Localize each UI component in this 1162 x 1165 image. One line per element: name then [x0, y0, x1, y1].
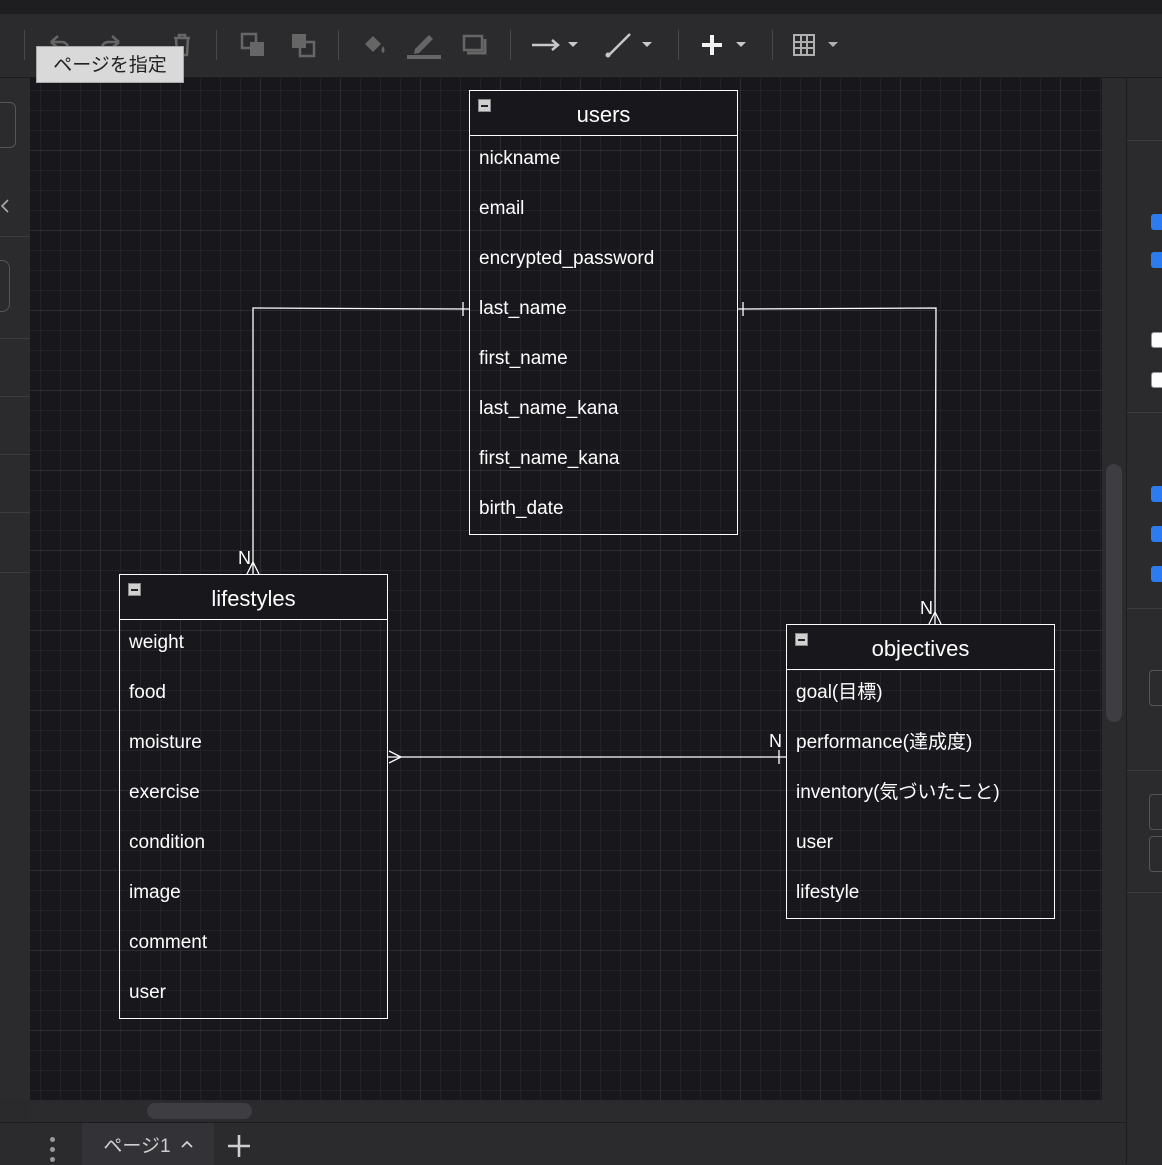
- entity-field[interactable]: moisture: [129, 732, 202, 753]
- entity-title: objectives: [871, 636, 970, 661]
- cardinality-label: N: [769, 731, 782, 751]
- toolbar: [0, 14, 1162, 78]
- entity-field[interactable]: food: [129, 682, 166, 703]
- entity-field[interactable]: user: [796, 832, 833, 853]
- entity-header[interactable]: objectives: [787, 625, 1054, 670]
- entity-objectives[interactable]: objectives goal(目標) performance(達成度) inv…: [786, 624, 1055, 919]
- entity-field[interactable]: inventory(気づいたこと): [796, 782, 1000, 803]
- format-checkbox[interactable]: [1151, 486, 1162, 502]
- collapse-chevron-icon[interactable]: [0, 196, 10, 216]
- format-checkbox[interactable]: [1151, 526, 1162, 542]
- chevron-up-icon[interactable]: [180, 1139, 193, 1149]
- entity-field[interactable]: lifestyle: [796, 882, 860, 903]
- entity-title: users: [576, 102, 631, 127]
- format-input[interactable]: [1149, 670, 1162, 706]
- page-tooltip: ページを指定: [36, 46, 184, 83]
- insert-plus-icon[interactable]: [698, 32, 754, 58]
- cardinality-label: N: [238, 548, 251, 568]
- line-color-icon[interactable]: [406, 32, 442, 59]
- vertical-scroll-thumb[interactable]: [1106, 464, 1122, 722]
- format-button[interactable]: [1149, 794, 1162, 830]
- entity-field[interactable]: image: [129, 882, 181, 903]
- collapse-icon[interactable]: [128, 583, 141, 596]
- format-checkbox[interactable]: [1151, 252, 1162, 268]
- entity-field[interactable]: goal(目標): [796, 682, 883, 703]
- waypoints-icon[interactable]: [604, 32, 658, 58]
- entity-field[interactable]: nickname: [479, 148, 561, 169]
- entity-field[interactable]: last_name: [479, 298, 567, 319]
- entity-field[interactable]: comment: [129, 932, 208, 953]
- entity-title: lifestyles: [211, 586, 296, 611]
- entity-lifestyles[interactable]: lifestyles weight food moisture exercise…: [119, 574, 388, 1019]
- entity-field[interactable]: exercise: [129, 782, 200, 803]
- entity-field[interactable]: performance(達成度): [796, 732, 973, 753]
- entity-header[interactable]: lifestyles: [120, 575, 387, 620]
- horizontal-scroll-thumb[interactable]: [147, 1103, 252, 1119]
- horizontal-scrollbar[interactable]: [30, 1100, 1126, 1122]
- cardinality-label: N: [920, 598, 933, 618]
- entity-field[interactable]: condition: [129, 832, 206, 853]
- fill-color-icon[interactable]: [358, 32, 390, 58]
- entity-field[interactable]: birth_date: [479, 498, 564, 519]
- entity-field[interactable]: weight: [129, 632, 184, 653]
- format-checkbox[interactable]: [1151, 566, 1162, 582]
- page-tab-label: ページ1: [103, 1135, 171, 1157]
- entity-field[interactable]: first_name_kana: [479, 448, 620, 469]
- add-page-icon[interactable]: [226, 1133, 252, 1159]
- to-back-icon[interactable]: [288, 32, 318, 58]
- collapse-icon[interactable]: [795, 633, 808, 646]
- format-panel: [1126, 78, 1162, 1164]
- collapse-icon[interactable]: [478, 99, 491, 112]
- format-checkbox[interactable]: [1151, 332, 1162, 348]
- entity-field[interactable]: encrypted_password: [479, 248, 655, 269]
- format-button[interactable]: [1149, 836, 1162, 872]
- format-checkbox[interactable]: [1151, 214, 1162, 230]
- entity-field[interactable]: user: [129, 982, 166, 1003]
- format-checkbox[interactable]: [1151, 372, 1162, 388]
- entity-field[interactable]: email: [479, 198, 525, 219]
- entity-users[interactable]: users nickname email encrypted_password …: [469, 90, 738, 535]
- connection-arrow-icon[interactable]: [530, 32, 584, 58]
- shadow-icon[interactable]: [460, 32, 490, 58]
- search-box[interactable]: [0, 102, 16, 148]
- entity-field[interactable]: last_name_kana: [479, 398, 619, 419]
- page-tab[interactable]: ページ1: [82, 1123, 214, 1165]
- to-front-icon[interactable]: [238, 32, 268, 58]
- more-options-icon[interactable]: [50, 1137, 60, 1165]
- table-icon[interactable]: [790, 32, 846, 58]
- entity-header[interactable]: users: [470, 91, 737, 136]
- page-bar: ページ1: [0, 1122, 1126, 1165]
- entity-field[interactable]: first_name: [479, 348, 568, 369]
